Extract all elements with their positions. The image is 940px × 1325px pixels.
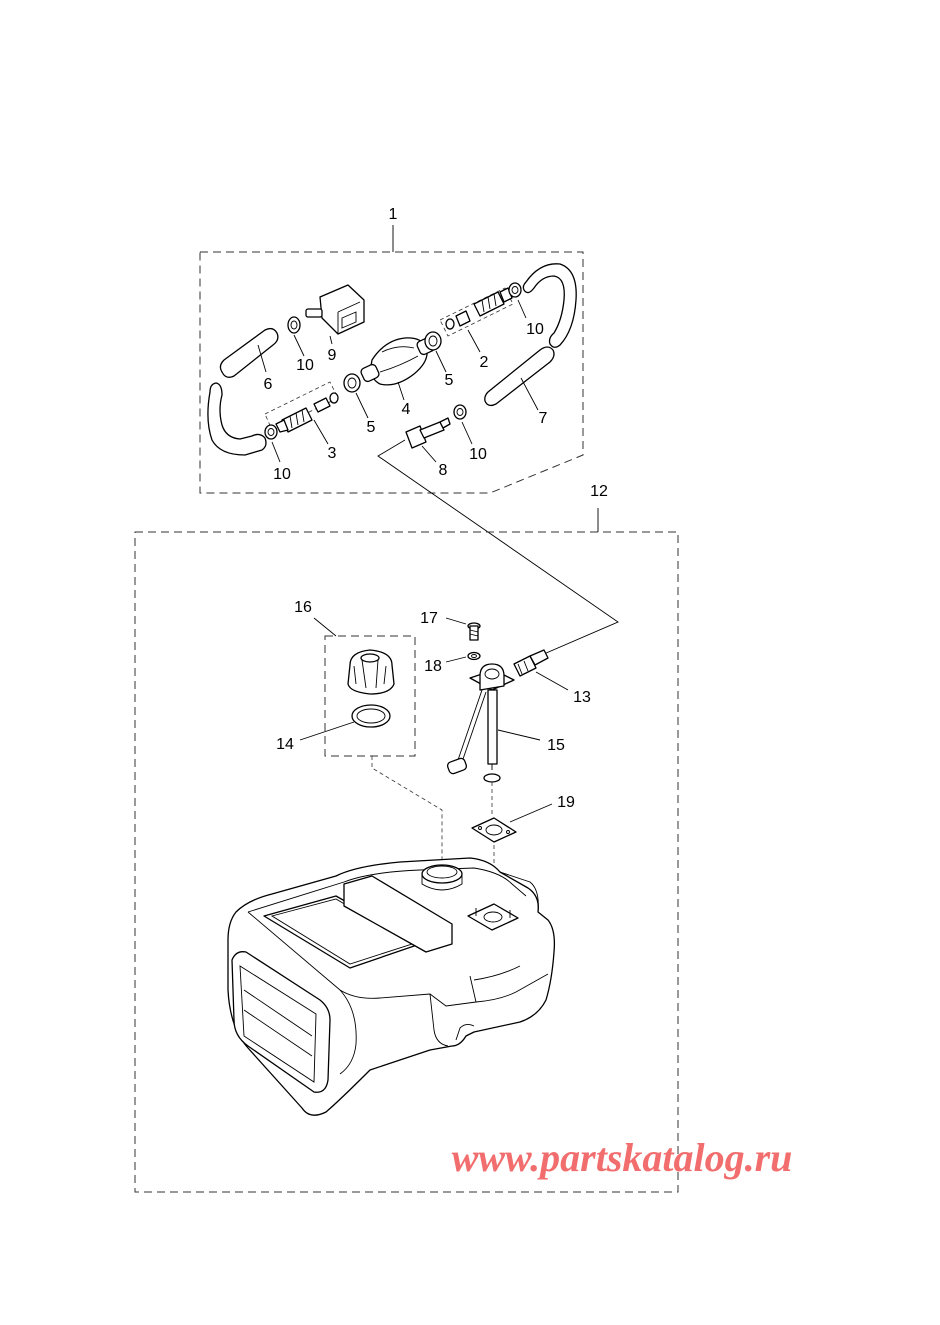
callout-9: 9 bbox=[328, 347, 337, 364]
callout-14: 14 bbox=[276, 736, 294, 753]
hose-fitting-13 bbox=[513, 649, 549, 677]
washer-18 bbox=[467, 651, 481, 661]
hose-lower-left bbox=[207, 382, 267, 456]
callout-5-b: 5 bbox=[445, 372, 454, 389]
fuel-tank bbox=[227, 857, 556, 1116]
leader-8 bbox=[421, 445, 437, 463]
callout-3: 3 bbox=[328, 445, 337, 462]
callout-1: 1 bbox=[389, 206, 398, 223]
fuel-line-group-box bbox=[199, 251, 584, 494]
leader-7 bbox=[520, 377, 539, 411]
washer-5-a bbox=[343, 373, 361, 393]
callout-4: 4 bbox=[402, 401, 411, 418]
callout-19: 19 bbox=[557, 794, 575, 811]
hose-upper-right bbox=[522, 263, 577, 348]
screw-17 bbox=[467, 622, 481, 641]
connector-9 bbox=[305, 284, 365, 335]
watermark: www.partskatalog.ru bbox=[452, 1135, 793, 1180]
callout-2: 2 bbox=[480, 354, 489, 371]
gasket-19 bbox=[471, 817, 517, 843]
leader-10d bbox=[461, 421, 473, 445]
hose-6 bbox=[219, 327, 279, 378]
leader-10c bbox=[517, 299, 527, 319]
callout-12: 12 bbox=[590, 483, 608, 500]
cap-alignment-line bbox=[371, 756, 443, 860]
connector-8 bbox=[405, 417, 451, 449]
check-valve-2 bbox=[439, 287, 514, 337]
leader-10b bbox=[271, 441, 281, 463]
leader-5b bbox=[435, 350, 447, 373]
leader-18 bbox=[445, 656, 467, 663]
clip-10-a bbox=[287, 316, 301, 334]
fuel-pickup-15 bbox=[446, 663, 515, 783]
callout-6: 6 bbox=[264, 376, 273, 393]
callout-8: 8 bbox=[439, 462, 448, 479]
cap-group-box bbox=[324, 635, 416, 757]
o-ring-14 bbox=[351, 704, 391, 728]
leader-13 bbox=[535, 671, 569, 691]
leader-3 bbox=[313, 419, 329, 445]
leader-2 bbox=[467, 329, 481, 353]
callout-13: 13 bbox=[573, 689, 591, 706]
leader-9 bbox=[329, 335, 333, 345]
leader-14 bbox=[299, 721, 355, 741]
leader-4 bbox=[397, 381, 405, 401]
leader-6 bbox=[257, 344, 267, 373]
clip-10-d bbox=[453, 404, 467, 420]
callout-7: 7 bbox=[539, 410, 548, 427]
leader-5a bbox=[355, 392, 369, 419]
clip-10-b bbox=[264, 424, 278, 440]
check-valve-3 bbox=[264, 381, 339, 433]
callout-15: 15 bbox=[547, 737, 565, 754]
connection-line-8-13 bbox=[377, 439, 619, 661]
fuel-tank-group-box bbox=[134, 531, 679, 1193]
callout-17: 17 bbox=[420, 610, 438, 627]
callout-10-d: 10 bbox=[469, 446, 487, 463]
callout-10-b: 10 bbox=[273, 466, 291, 483]
leader-17 bbox=[445, 617, 467, 625]
leader-15 bbox=[497, 729, 541, 741]
callout-10-c: 10 bbox=[526, 321, 544, 338]
washer-5-b bbox=[424, 331, 442, 351]
filler-cap bbox=[347, 649, 395, 695]
callout-10-a: 10 bbox=[296, 357, 314, 374]
callout-5-a: 5 bbox=[367, 419, 376, 436]
callout-18: 18 bbox=[424, 658, 442, 675]
leader-16 bbox=[313, 617, 337, 637]
hose-7 bbox=[484, 346, 555, 407]
leader-10a bbox=[293, 334, 305, 357]
leader-19 bbox=[509, 803, 553, 823]
clip-10-c bbox=[508, 282, 522, 298]
callout-16: 16 bbox=[294, 599, 312, 616]
